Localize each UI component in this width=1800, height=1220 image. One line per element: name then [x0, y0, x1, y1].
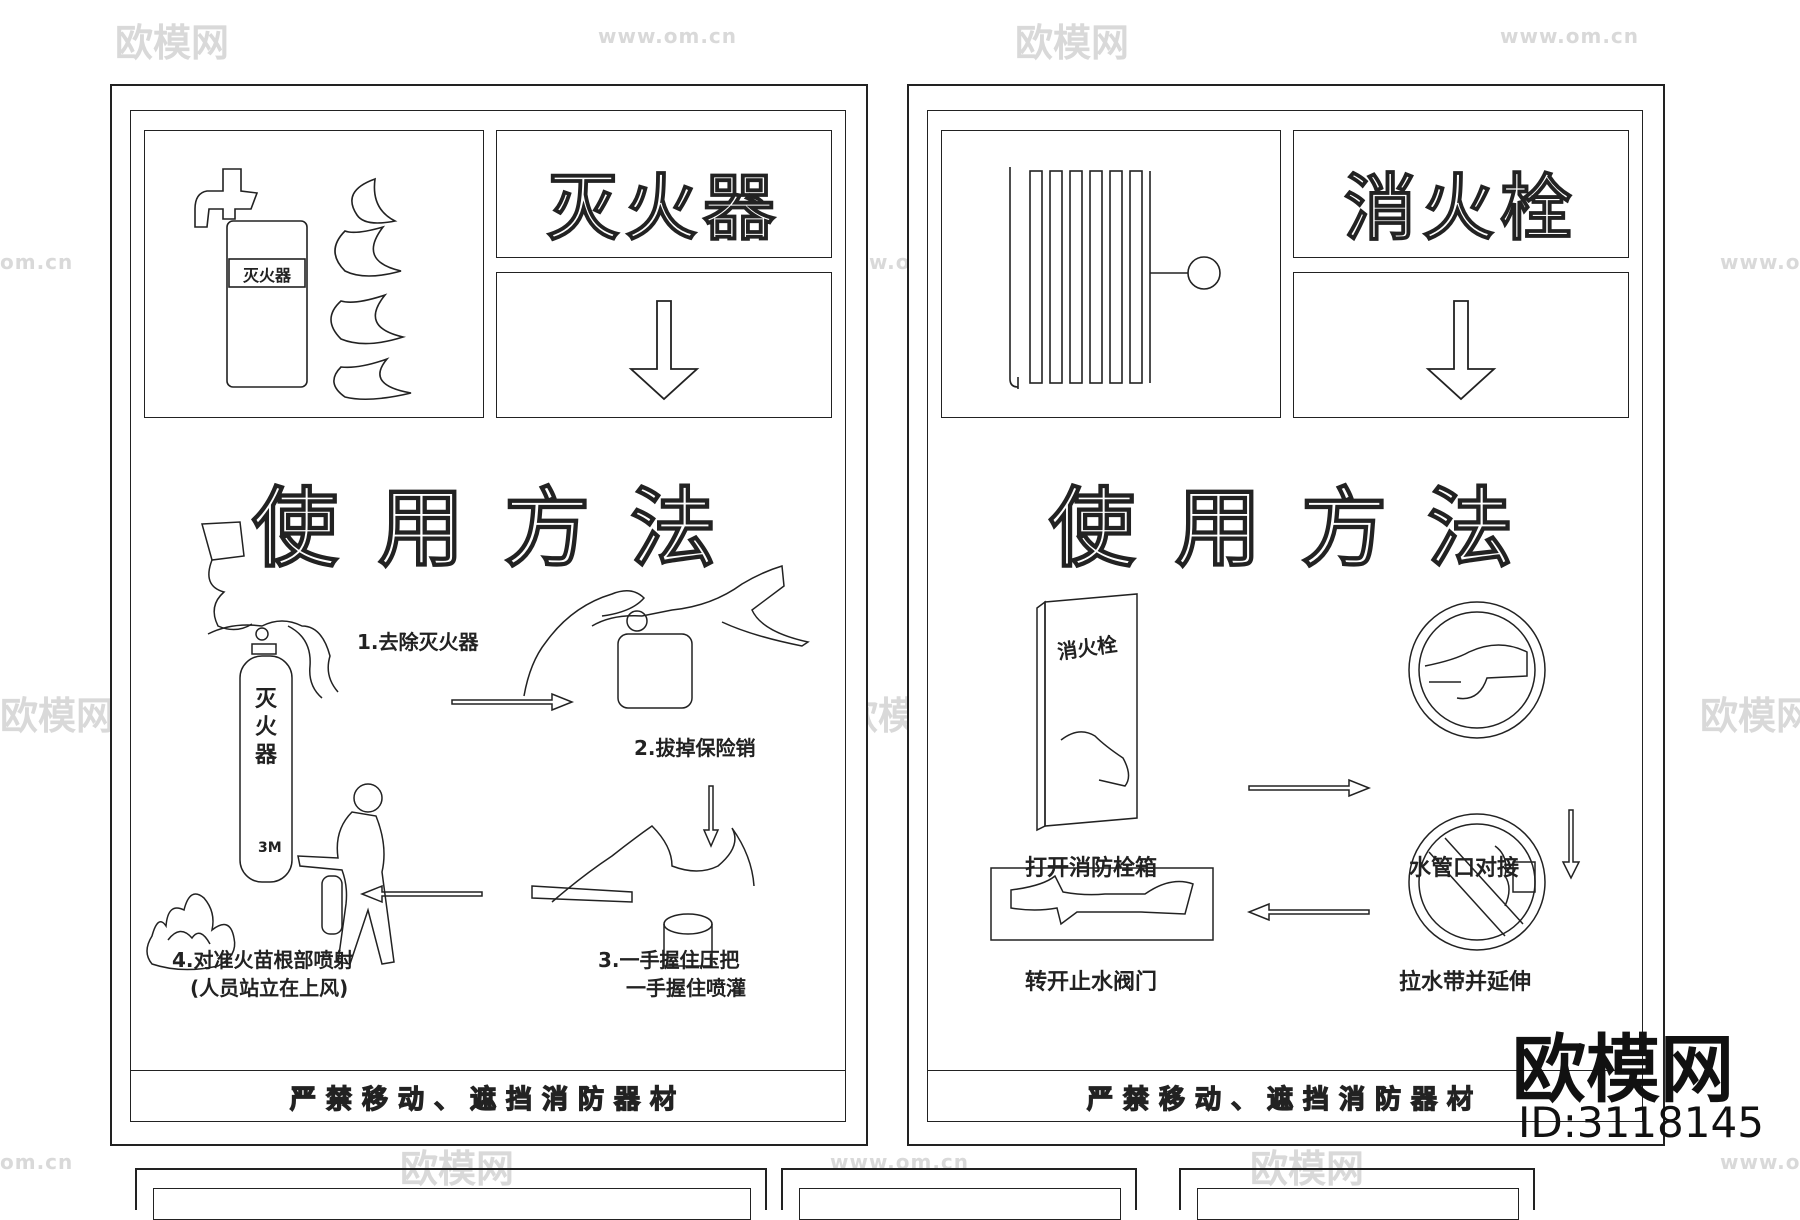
brand-id: ID:3118145	[1518, 1098, 1764, 1147]
step-2-label: 2.拔掉保险销	[634, 736, 756, 760]
hose-reel-icon	[1009, 167, 1221, 389]
extinguisher-steps-illustration	[146, 521, 810, 971]
extinguisher-vertical-label: 灭 火 器	[254, 686, 278, 770]
hydrant-footer-box: 严禁移动、遮挡消防器材	[927, 1070, 1643, 1122]
extinguisher-vertical-char: 器	[254, 743, 277, 768]
down-arrow-icon	[628, 300, 700, 401]
watermark-logo: 欧模网	[1700, 694, 1800, 738]
partial-sign-inner-frame	[1197, 1188, 1519, 1220]
usage-method-heading: 使用方法	[1048, 478, 1553, 580]
hydrant-title-box: 消火栓	[1293, 130, 1629, 258]
hydrant-step-3-label: 拉水带并延伸	[1399, 970, 1532, 995]
watermark-url: www.om.cn	[1720, 250, 1800, 274]
extinguisher-sign-panel: 灭火器 灭火器 使用方法	[110, 84, 868, 1146]
extinguisher-vertical-char: 灭	[254, 687, 277, 712]
extinguisher-icon-box: 灭火器	[144, 130, 484, 418]
step-4-label-line2: (人员站立在上风)	[190, 976, 349, 1000]
step-4-label: 4.对准火苗根部喷射	[172, 948, 354, 972]
hydrant-sign-panel: 消火栓 使用方法	[907, 84, 1665, 1146]
hydrant-step-1-label: 打开消防栓箱	[1025, 856, 1158, 881]
watermark-url: om.cn	[0, 1150, 74, 1174]
extinguisher-title-box: 灭火器	[496, 130, 832, 258]
step-1-label: 1.去除灭火器	[357, 630, 479, 654]
distance-label: 3M	[258, 840, 282, 856]
step-3-label-line2: 一手握住喷灌	[626, 976, 746, 1000]
partial-sign-inner-frame	[799, 1188, 1121, 1220]
hydrant-step-4-label: 转开止水阀门	[1025, 970, 1158, 995]
extinguisher-flame-icon	[194, 168, 412, 401]
hydrant-step-2-label: 水管口对接	[1409, 856, 1520, 881]
extinguisher-title: 灭火器	[546, 165, 781, 251]
partial-sign-inner-frame	[153, 1188, 751, 1220]
hydrant-steps-illustration	[990, 593, 1581, 951]
watermark-logo: 欧模网	[0, 694, 115, 738]
partial-sign-panel	[135, 1168, 767, 1220]
extinguisher-footer-text: 严禁移动、遮挡消防器材	[289, 1084, 686, 1115]
usage-method-heading: 使用方法	[251, 478, 756, 580]
watermark-url: om.cn	[0, 250, 74, 274]
hydrant-footer-text: 严禁移动、遮挡消防器材	[1086, 1084, 1483, 1115]
partial-sign-panel	[781, 1168, 1137, 1220]
brand-logo: 欧模网	[1512, 1027, 1734, 1113]
extinguisher-body-label: 灭火器	[242, 266, 291, 285]
watermark-url: www.om.cn	[1500, 24, 1640, 48]
extinguisher-arrow-box	[496, 272, 832, 418]
watermark-logo: 欧模网	[115, 21, 230, 65]
hydrant-title: 消火栓	[1343, 165, 1578, 251]
extinguisher-vertical-char: 火	[254, 715, 277, 740]
watermark-logo: 欧模网	[1015, 21, 1130, 65]
watermark-url: www.om.cn	[1720, 1150, 1800, 1174]
watermark-url: www.om.cn	[598, 24, 738, 48]
down-arrow-icon	[1425, 300, 1497, 401]
partial-sign-panel	[1179, 1168, 1535, 1220]
step-3-label: 3.一手握住压把	[598, 948, 740, 972]
hydrant-icon-box	[941, 130, 1281, 418]
hydrant-arrow-box	[1293, 272, 1629, 418]
extinguisher-footer-box: 严禁移动、遮挡消防器材	[130, 1070, 846, 1122]
